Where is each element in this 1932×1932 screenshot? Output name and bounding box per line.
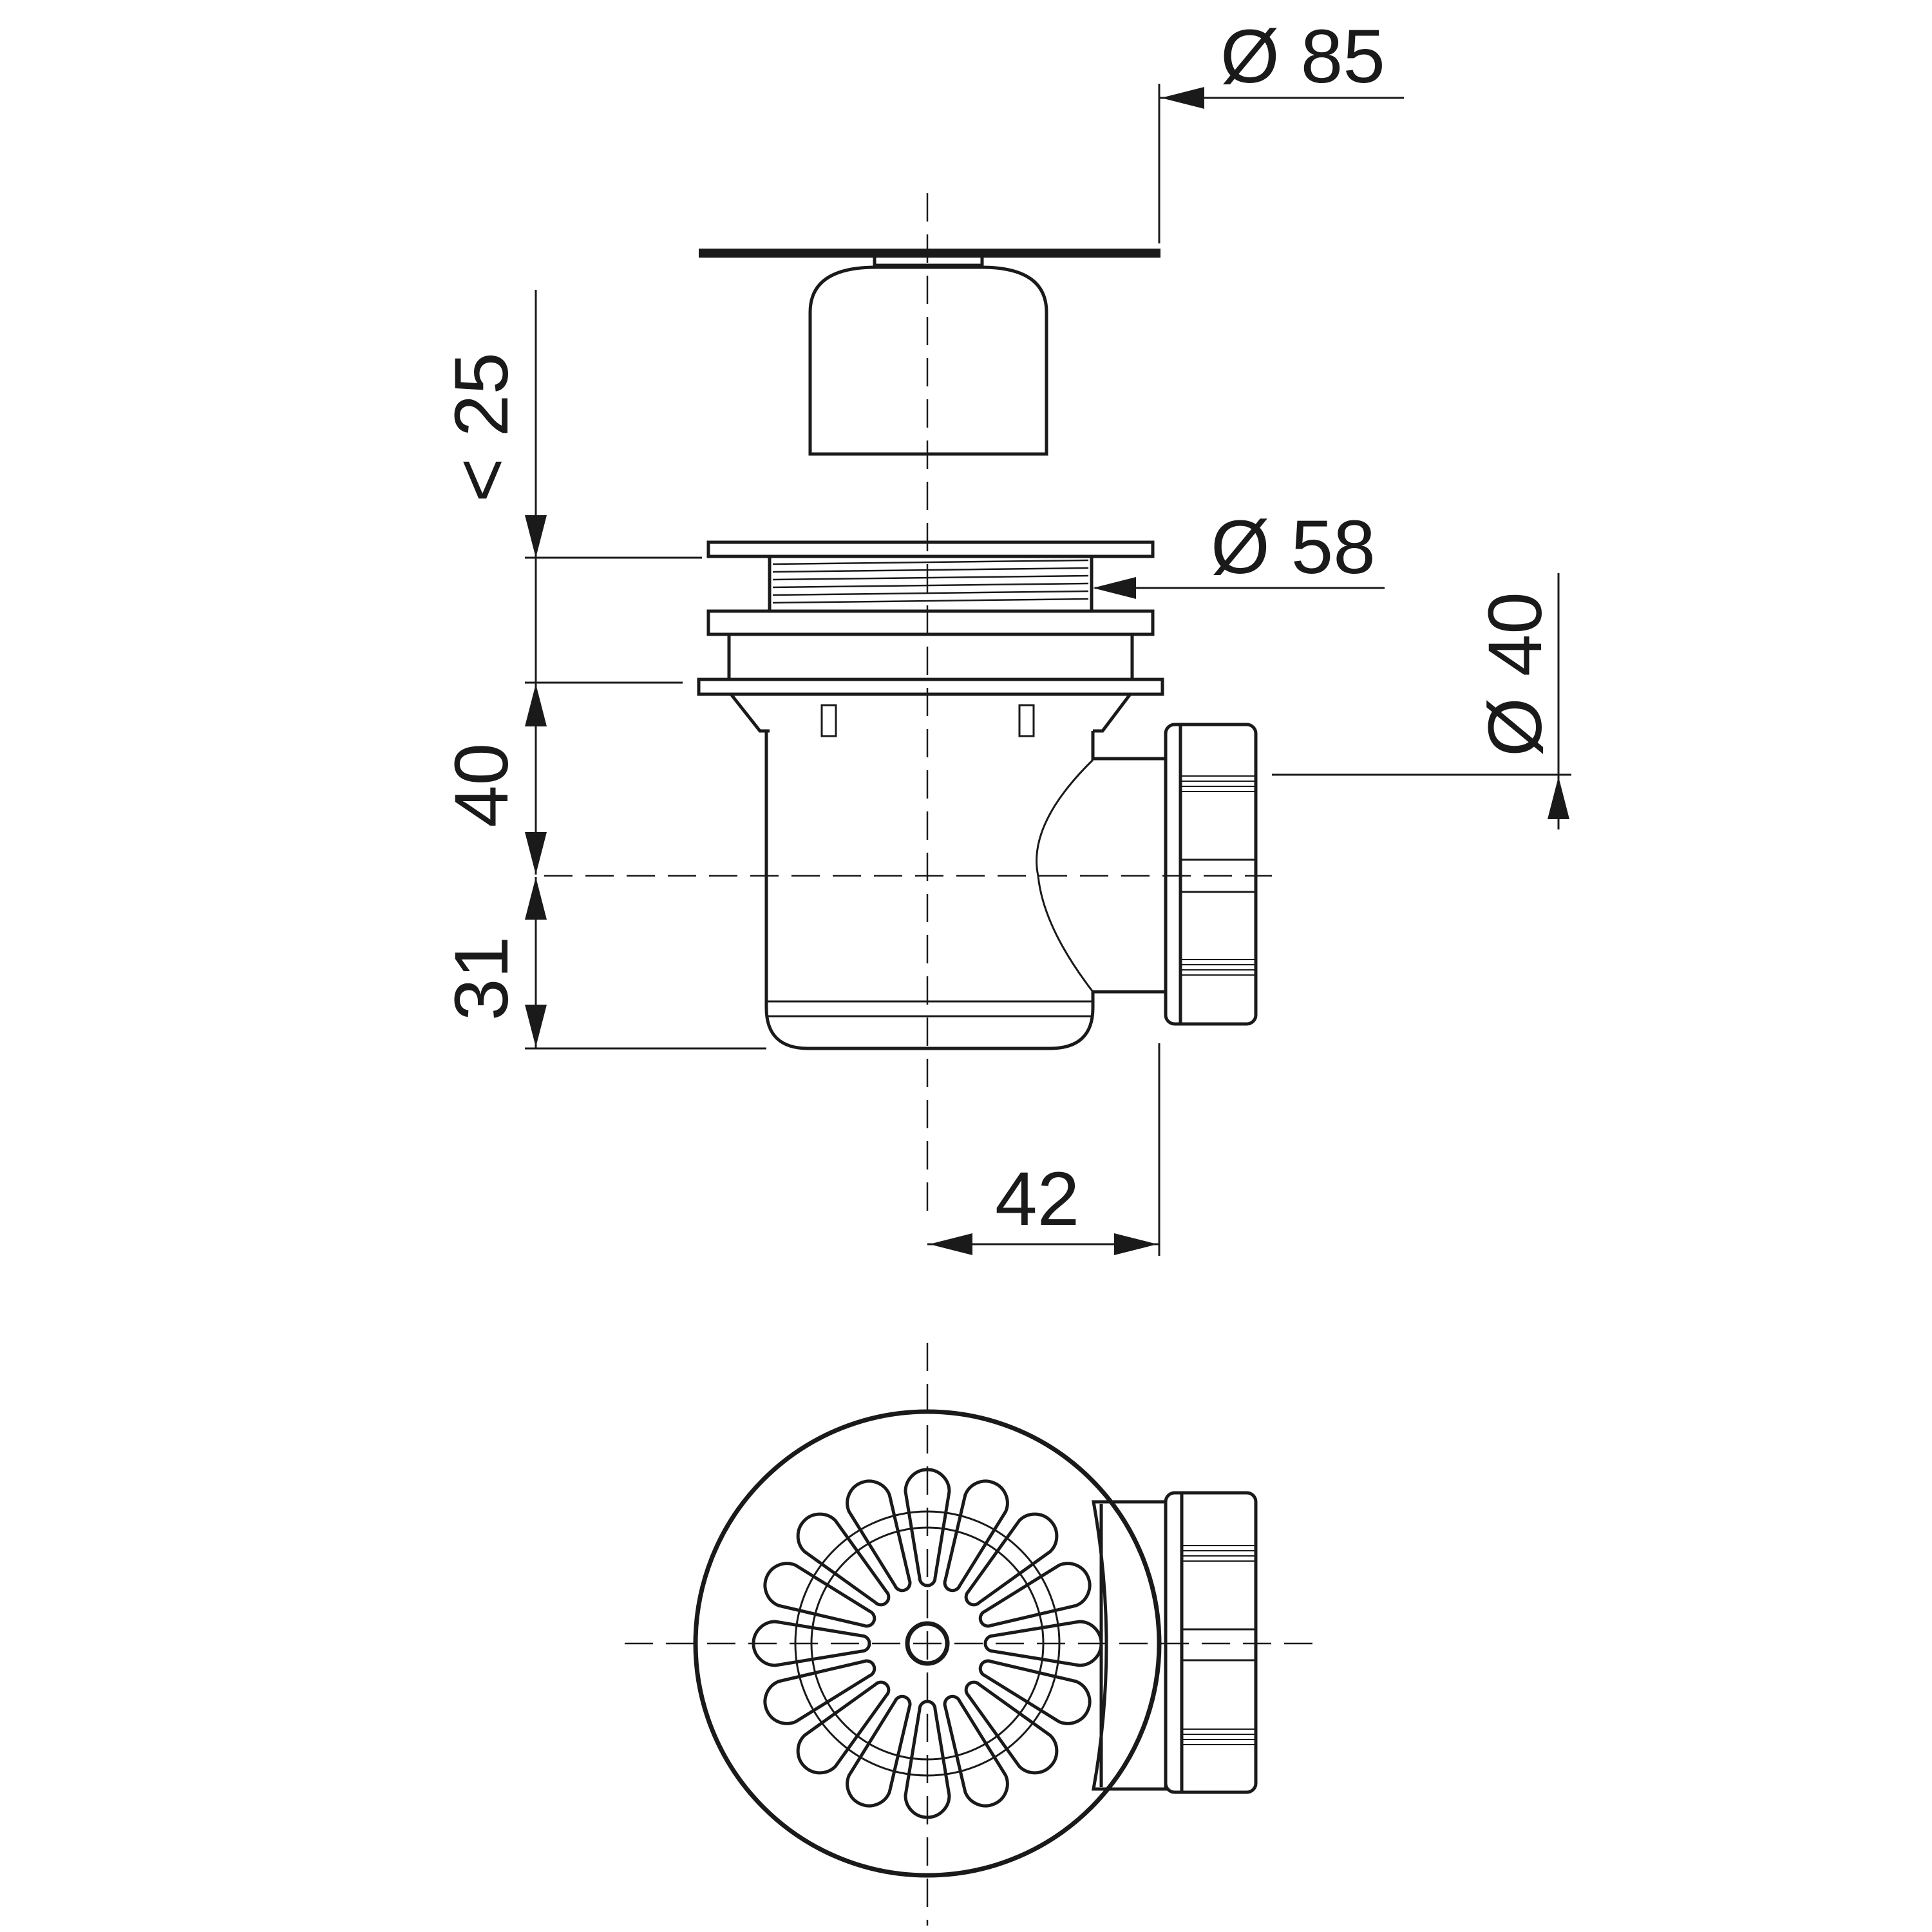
grate-petal (943, 1694, 1009, 1808)
label-base-height: 31 (439, 936, 524, 1021)
label-outlet-height: 40 (439, 743, 524, 828)
dim-top-diameter: Ø 85 (1158, 14, 1404, 243)
center-hole (905, 1621, 950, 1666)
label-outlet-diameter: Ø 40 (1473, 592, 1558, 757)
thread-lines (772, 559, 1089, 604)
label-flange-diameter: Ø 58 (1211, 505, 1376, 590)
dim-flange-diameter: Ø 58 (1093, 505, 1385, 599)
label-top-diameter: Ø 85 (1220, 14, 1385, 99)
dim-base-height: 31 (439, 877, 766, 1050)
grate-petal (763, 1659, 876, 1725)
grate-petal (752, 1620, 871, 1667)
drain-disc (693, 1409, 1162, 1878)
top-outlet (1092, 1491, 1258, 1794)
grate-petal (983, 1620, 1103, 1667)
grate-petal (846, 1694, 912, 1808)
flange-thread (697, 540, 1164, 696)
grate-petal (978, 1562, 1092, 1628)
cover-plate (699, 249, 1160, 456)
grate-petal (978, 1659, 1092, 1725)
nut-grip-lines (1180, 775, 1256, 976)
grate-petals (752, 1468, 1103, 1819)
side-view: Ø 85 < 25 Ø 58 Ø 40 40 (439, 14, 1571, 1256)
outlet-nut (1164, 723, 1258, 1026)
grate-petal (964, 1512, 1059, 1607)
dim-outlet-diameter: Ø 40 (1272, 573, 1571, 829)
grate-petal (904, 1468, 951, 1587)
label-outlet-offset: 42 (995, 1157, 1079, 1242)
grate-petal (796, 1512, 891, 1607)
label-height-below: < 25 (439, 352, 524, 502)
grate-petal (763, 1562, 876, 1628)
grate-petal (796, 1680, 891, 1775)
dim-outlet-height: 40 (439, 684, 547, 875)
grate-petal (964, 1680, 1059, 1775)
grate-petal (943, 1479, 1009, 1593)
grate-ring-outer (794, 1510, 1061, 1777)
dim-outlet-offset: 42 (927, 1043, 1160, 1256)
trap-body (730, 693, 1166, 1050)
top-view (625, 1343, 1320, 1926)
grate-petal (846, 1479, 912, 1593)
grate-petal (904, 1700, 951, 1819)
grate-ring-inner (810, 1526, 1045, 1761)
dim-height-below: < 25 (439, 290, 702, 688)
